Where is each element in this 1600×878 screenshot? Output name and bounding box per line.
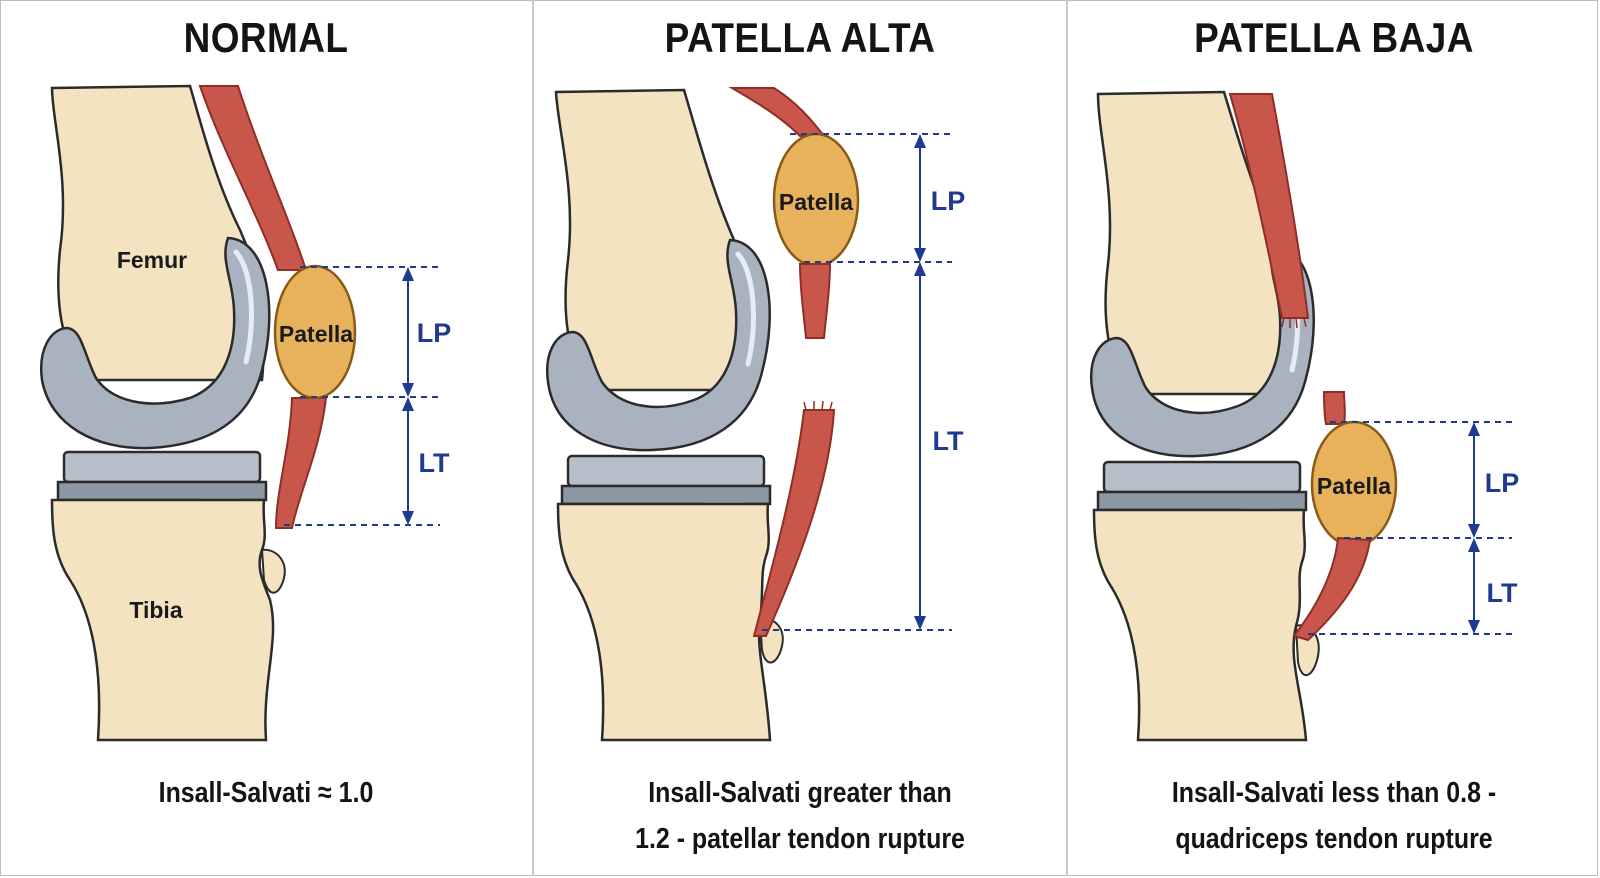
measurement-arrows xyxy=(914,134,926,630)
patellar-tendon xyxy=(274,397,328,529)
panel-title: NORMAL xyxy=(183,14,349,61)
tibia-bone xyxy=(556,502,772,742)
caption-line: 1.2 - patellar tendon rupture xyxy=(635,823,965,855)
femur-bone xyxy=(50,84,265,382)
patellar-tendon-lower-stump xyxy=(752,409,836,637)
tibial-insert xyxy=(566,454,766,488)
panel-patella-baja: PATELLA BAJA Patella LP xyxy=(1068,0,1600,876)
patella-label: Patella xyxy=(1317,473,1391,499)
measurement-lines xyxy=(1308,421,1512,635)
measurement-arrows xyxy=(402,267,414,525)
knee-diagram-patella-alta: Patella LP LT xyxy=(545,87,966,742)
measurement-lines xyxy=(762,133,952,631)
tibia-label: Tibia xyxy=(129,597,182,623)
patella-label: Patella xyxy=(779,189,853,215)
caption: Insall-Salvati greater than 1.2 - patell… xyxy=(571,770,1029,862)
measurement-lines xyxy=(284,266,440,526)
tibia-bone xyxy=(1092,508,1308,742)
panel-title: PATELLA ALTA xyxy=(664,14,936,61)
lp-label: LP xyxy=(931,186,966,216)
quadriceps-tendon xyxy=(728,87,827,137)
quadriceps-tendon-lower-stump xyxy=(1322,391,1346,425)
patellar-tendon-upper-stump xyxy=(798,263,832,339)
femoral-component xyxy=(39,236,271,450)
panel-patella-alta: PATELLA ALTA Patella LP LT xyxy=(534,0,1066,876)
panel-normal: NORMAL Femur Tibia xyxy=(0,0,532,876)
lt-label: LT xyxy=(419,448,450,478)
patellar-tendon xyxy=(1292,536,1372,642)
caption-line: Insall-Salvati less than 0.8 - xyxy=(1171,777,1497,809)
caption: Insall-Salvati less than 0.8 - quadricep… xyxy=(1105,770,1563,862)
knee-diagram-normal: Femur Tibia Patella LP LT xyxy=(39,84,452,742)
lt-label: LT xyxy=(1487,578,1518,608)
caption-line: quadriceps tendon rupture xyxy=(1175,823,1493,855)
caption-line: Insall-Salvati greater than xyxy=(648,777,952,809)
femoral-component xyxy=(545,238,771,452)
measurement-arrows xyxy=(1468,422,1480,634)
femur-label: Femur xyxy=(117,247,187,273)
panel-divider xyxy=(1066,0,1068,876)
caption: Insall-Salvati ≈ 1.0 xyxy=(37,770,495,816)
lp-label: LP xyxy=(417,318,452,348)
patella-label: Patella xyxy=(279,321,353,347)
panel-divider xyxy=(532,0,534,876)
quadriceps-tendon-upper-stump xyxy=(1228,93,1310,319)
tibial-insert xyxy=(1102,460,1302,494)
tibial-insert xyxy=(62,450,262,484)
caption-line: Insall-Salvati ≈ 1.0 xyxy=(158,777,374,809)
lt-label: LT xyxy=(933,426,964,456)
femoral-component xyxy=(1089,244,1315,458)
panel-title: PATELLA BAJA xyxy=(1194,14,1474,61)
lp-label: LP xyxy=(1485,468,1520,498)
knee-diagram-patella-baja: Patella LP LT xyxy=(1089,90,1520,742)
